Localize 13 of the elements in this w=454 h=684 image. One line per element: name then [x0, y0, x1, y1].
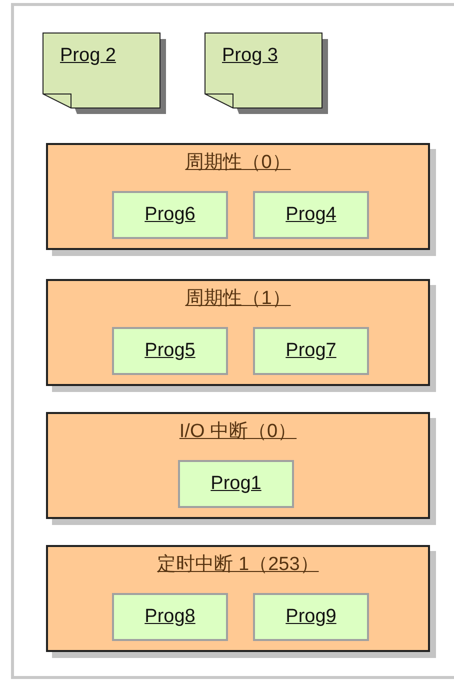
note-label: Prog 2: [60, 45, 116, 67]
program-box: Prog6: [112, 191, 228, 239]
program-box: Prog7: [253, 327, 369, 375]
note-label: Prog 3: [222, 45, 278, 67]
group-heading: 周期性（0）: [185, 152, 291, 173]
program-box: Prog8: [112, 593, 228, 641]
group-heading: 周期性（1）: [185, 288, 291, 309]
program-box: Prog1: [178, 460, 294, 508]
group-heading: I/O 中断（0）: [179, 421, 297, 442]
program-box: Prog5: [112, 327, 228, 375]
group-heading: 定时中断 1（253）: [157, 554, 319, 575]
program-box: Prog9: [253, 593, 369, 641]
program-box: Prog4: [253, 191, 369, 239]
